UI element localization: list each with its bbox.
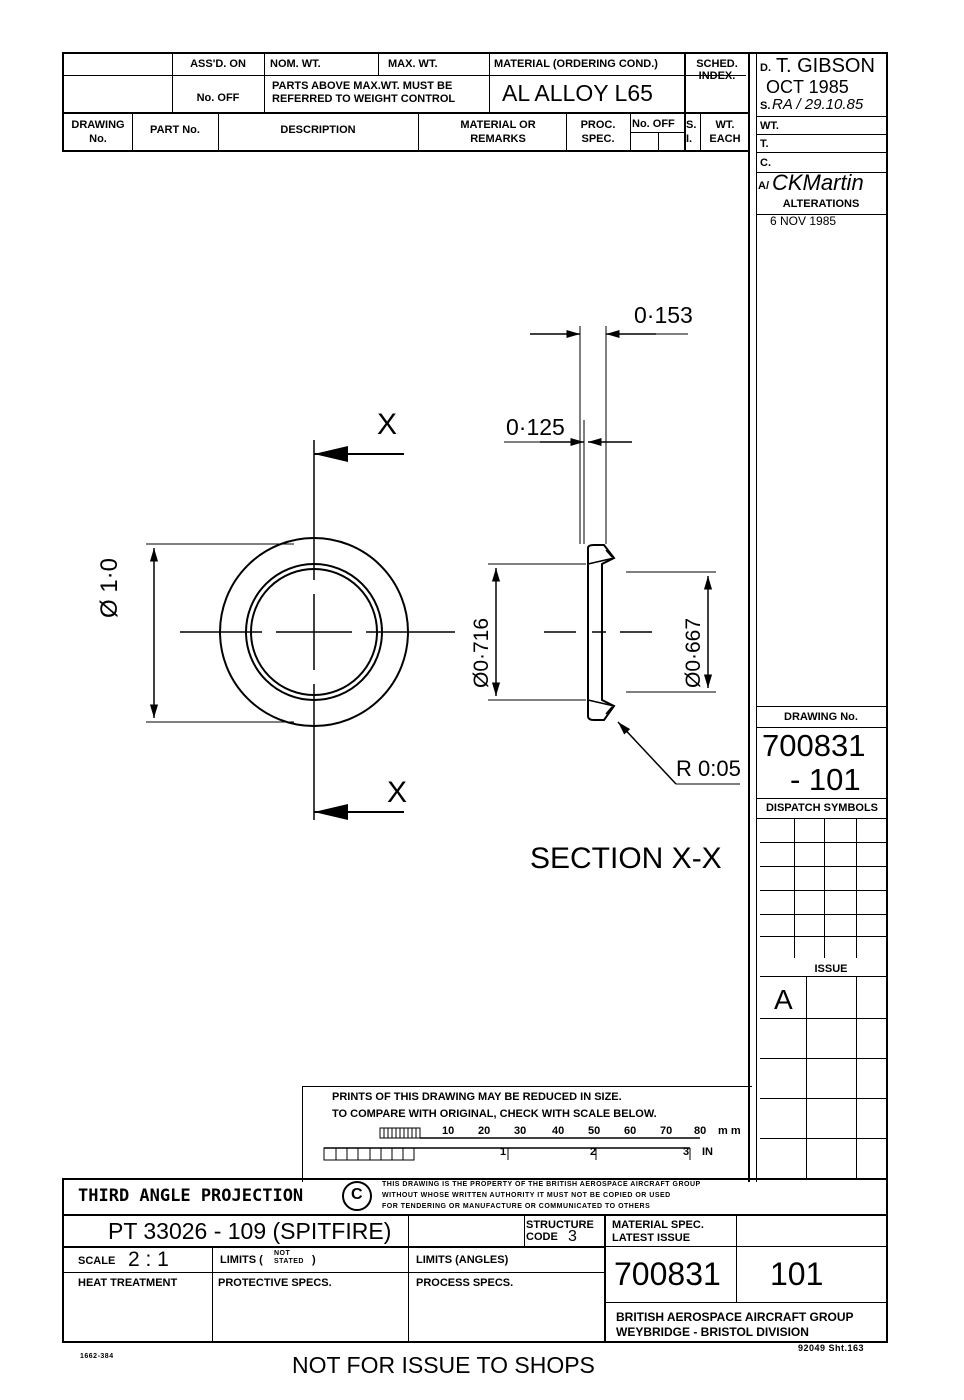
c-label: C. xyxy=(760,157,771,169)
radius-dimension: R 0:05 xyxy=(676,756,741,781)
heat-treatment-label: HEAT TREATMENT xyxy=(78,1277,178,1289)
section-title: SECTION X-X xyxy=(530,842,722,875)
company-line2: WEYBRIDGE - BRISTOL DIVISION xyxy=(616,1325,809,1339)
section-label-bottom: X xyxy=(387,776,408,809)
radius-leader xyxy=(617,721,740,785)
scale-label: SCALE xyxy=(78,1255,116,1267)
mm-unit: m m xyxy=(718,1125,741,1137)
copyright-letter: C xyxy=(351,1186,363,1203)
material-ordering-label: MATERIAL (ORDERING COND.) xyxy=(494,58,658,70)
drawing-title: PT 33026 - 109 (SPITFIRE) xyxy=(108,1218,392,1244)
thickness-0153-dimension xyxy=(530,326,688,544)
company-line1: BRITISH AEROSPACE AIRCRAFT GROUP xyxy=(616,1310,854,1324)
nom-wt-label: NOM. WT. xyxy=(270,58,321,70)
outer-diameter-dimension xyxy=(146,543,294,723)
mm-tick-70: 70 xyxy=(660,1125,673,1137)
section-label-top: X xyxy=(377,408,398,441)
weight-label: WT. xyxy=(760,120,779,132)
scale-note-line2: TO COMPARE WITH ORIGINAL, CHECK WITH SCA… xyxy=(332,1108,657,1120)
title-sheet-number: 101 xyxy=(770,1256,824,1292)
process-specs-label: PROCESS SPECS. xyxy=(416,1277,514,1289)
washer-section-view xyxy=(544,544,652,721)
checked-by: RA / 29.10.85 xyxy=(772,96,864,113)
si-col: S. I. xyxy=(686,119,697,145)
property-note-1: THIS DRAWING IS THE PROPERTY OF THE BRIT… xyxy=(382,1181,701,1188)
approved-label: A/ xyxy=(758,180,769,192)
issue-label: ISSUE xyxy=(814,963,848,975)
in-tick-3: 3 xyxy=(683,1146,690,1158)
washer-plan-view xyxy=(180,440,455,820)
sched-index-label: SCHED. INDEX. xyxy=(696,58,738,82)
mm-tick-30: 30 xyxy=(514,1125,527,1137)
scale-value: 2 : 1 xyxy=(128,1248,169,1271)
material-value: AL ALLOY L65 xyxy=(502,80,653,106)
mm-tick-50: 50 xyxy=(588,1125,601,1137)
dispatch-symbols-label: DISPATCH SYMBOLS xyxy=(765,802,879,814)
scale-bar xyxy=(323,1127,700,1161)
form-number-right: 92049 Sht.163 xyxy=(798,1343,865,1353)
protective-specs-label: PROTECTIVE SPECS. xyxy=(218,1277,332,1289)
form-number-left: 1662-384 xyxy=(80,1353,114,1360)
projection-label: THIRD ANGLE PROJECTION xyxy=(78,1186,304,1206)
in-tick-2: 2 xyxy=(590,1146,597,1158)
structure-code-value: 3 xyxy=(568,1228,577,1245)
not-for-issue-stamp: NOT FOR ISSUE TO SHOPS xyxy=(292,1352,595,1378)
checked-label: S. xyxy=(760,100,771,112)
dimension-0667: Ø0·667 xyxy=(682,617,705,688)
thickness-0125-dimension xyxy=(504,420,632,544)
drawn-label: D. xyxy=(760,62,771,74)
diameter-0667-dimension xyxy=(626,571,716,693)
in-tick-1: 1 xyxy=(500,1146,507,1158)
mm-tick-40: 40 xyxy=(552,1125,565,1137)
weight-control-note: PARTS ABOVE MAX.WT. MUST BE REFERRED TO … xyxy=(272,80,456,105)
approved-signature: CKMartin xyxy=(772,170,864,195)
scale-note-line1: PRINTS OF THIS DRAWING MAY BE REDUCED IN… xyxy=(332,1091,622,1103)
issue-value: A xyxy=(774,984,793,1015)
limits-close: ) xyxy=(312,1254,316,1266)
description-col: DESCRIPTION xyxy=(280,124,356,136)
section-markers xyxy=(314,446,404,820)
drawing-no-line1: 700831 xyxy=(762,728,866,763)
alterations-label: ALTERATIONS xyxy=(782,198,860,210)
not-stated: NOT STATED xyxy=(274,1250,304,1265)
latest-issue-label: LATEST ISSUE xyxy=(612,1232,691,1244)
mm-tick-60: 60 xyxy=(624,1125,637,1137)
in-unit: IN xyxy=(702,1146,713,1158)
material-remarks-col: MATERIAL OR REMARKS xyxy=(460,119,536,145)
no-off-label: No. OFF xyxy=(196,92,240,104)
limits-angles-label: LIMITS (ANGLES) xyxy=(416,1254,509,1266)
dimension-0153: 0·153 xyxy=(634,302,693,328)
part-no-col: PART No. xyxy=(150,124,200,136)
drawing-no-label: DRAWING No. xyxy=(784,711,858,723)
drawing-no-col: DRAWING No. xyxy=(71,119,125,145)
outer-diameter-label: Ø 1·0 xyxy=(96,557,123,618)
structure-code-label: STRUCTURE CODE xyxy=(526,1219,594,1243)
tracer-label: T. xyxy=(760,138,769,150)
property-note-2: WITHOUT WHOSE WRITTEN AUTHORITY IT MUST … xyxy=(382,1192,671,1199)
max-wt-label: MAX. WT. xyxy=(388,58,438,70)
alteration-date: 6 NOV 1985 xyxy=(770,214,837,228)
drawn-by: T. GIBSON xyxy=(776,55,875,77)
dimension-0716: Ø0·716 xyxy=(470,617,493,688)
limits-label: LIMITS ( xyxy=(220,1254,263,1266)
mm-tick-10: 10 xyxy=(442,1125,455,1137)
drawing-no-line2: - 101 xyxy=(790,762,861,797)
no-off-col: No. OFF xyxy=(632,118,675,130)
property-note-3: FOR TENDERING OR MANUFACTURE OR COMMUNIC… xyxy=(382,1203,651,1210)
assd-on-label: ASS'D. ON xyxy=(190,58,246,70)
dimension-0125: 0·125 xyxy=(506,414,565,440)
diameter-0716-dimension xyxy=(488,563,586,701)
drawn-date: OCT 1985 xyxy=(766,77,849,97)
proc-spec-col: PROC. SPEC. xyxy=(580,119,616,145)
copyright-icon xyxy=(342,1181,372,1211)
title-drawing-number: 700831 xyxy=(614,1256,721,1292)
mm-tick-20: 20 xyxy=(478,1125,491,1137)
material-spec-label: MATERIAL SPEC. xyxy=(612,1219,704,1231)
wt-each-col: WT. EACH xyxy=(709,119,741,145)
mm-tick-80: 80 xyxy=(694,1125,707,1137)
